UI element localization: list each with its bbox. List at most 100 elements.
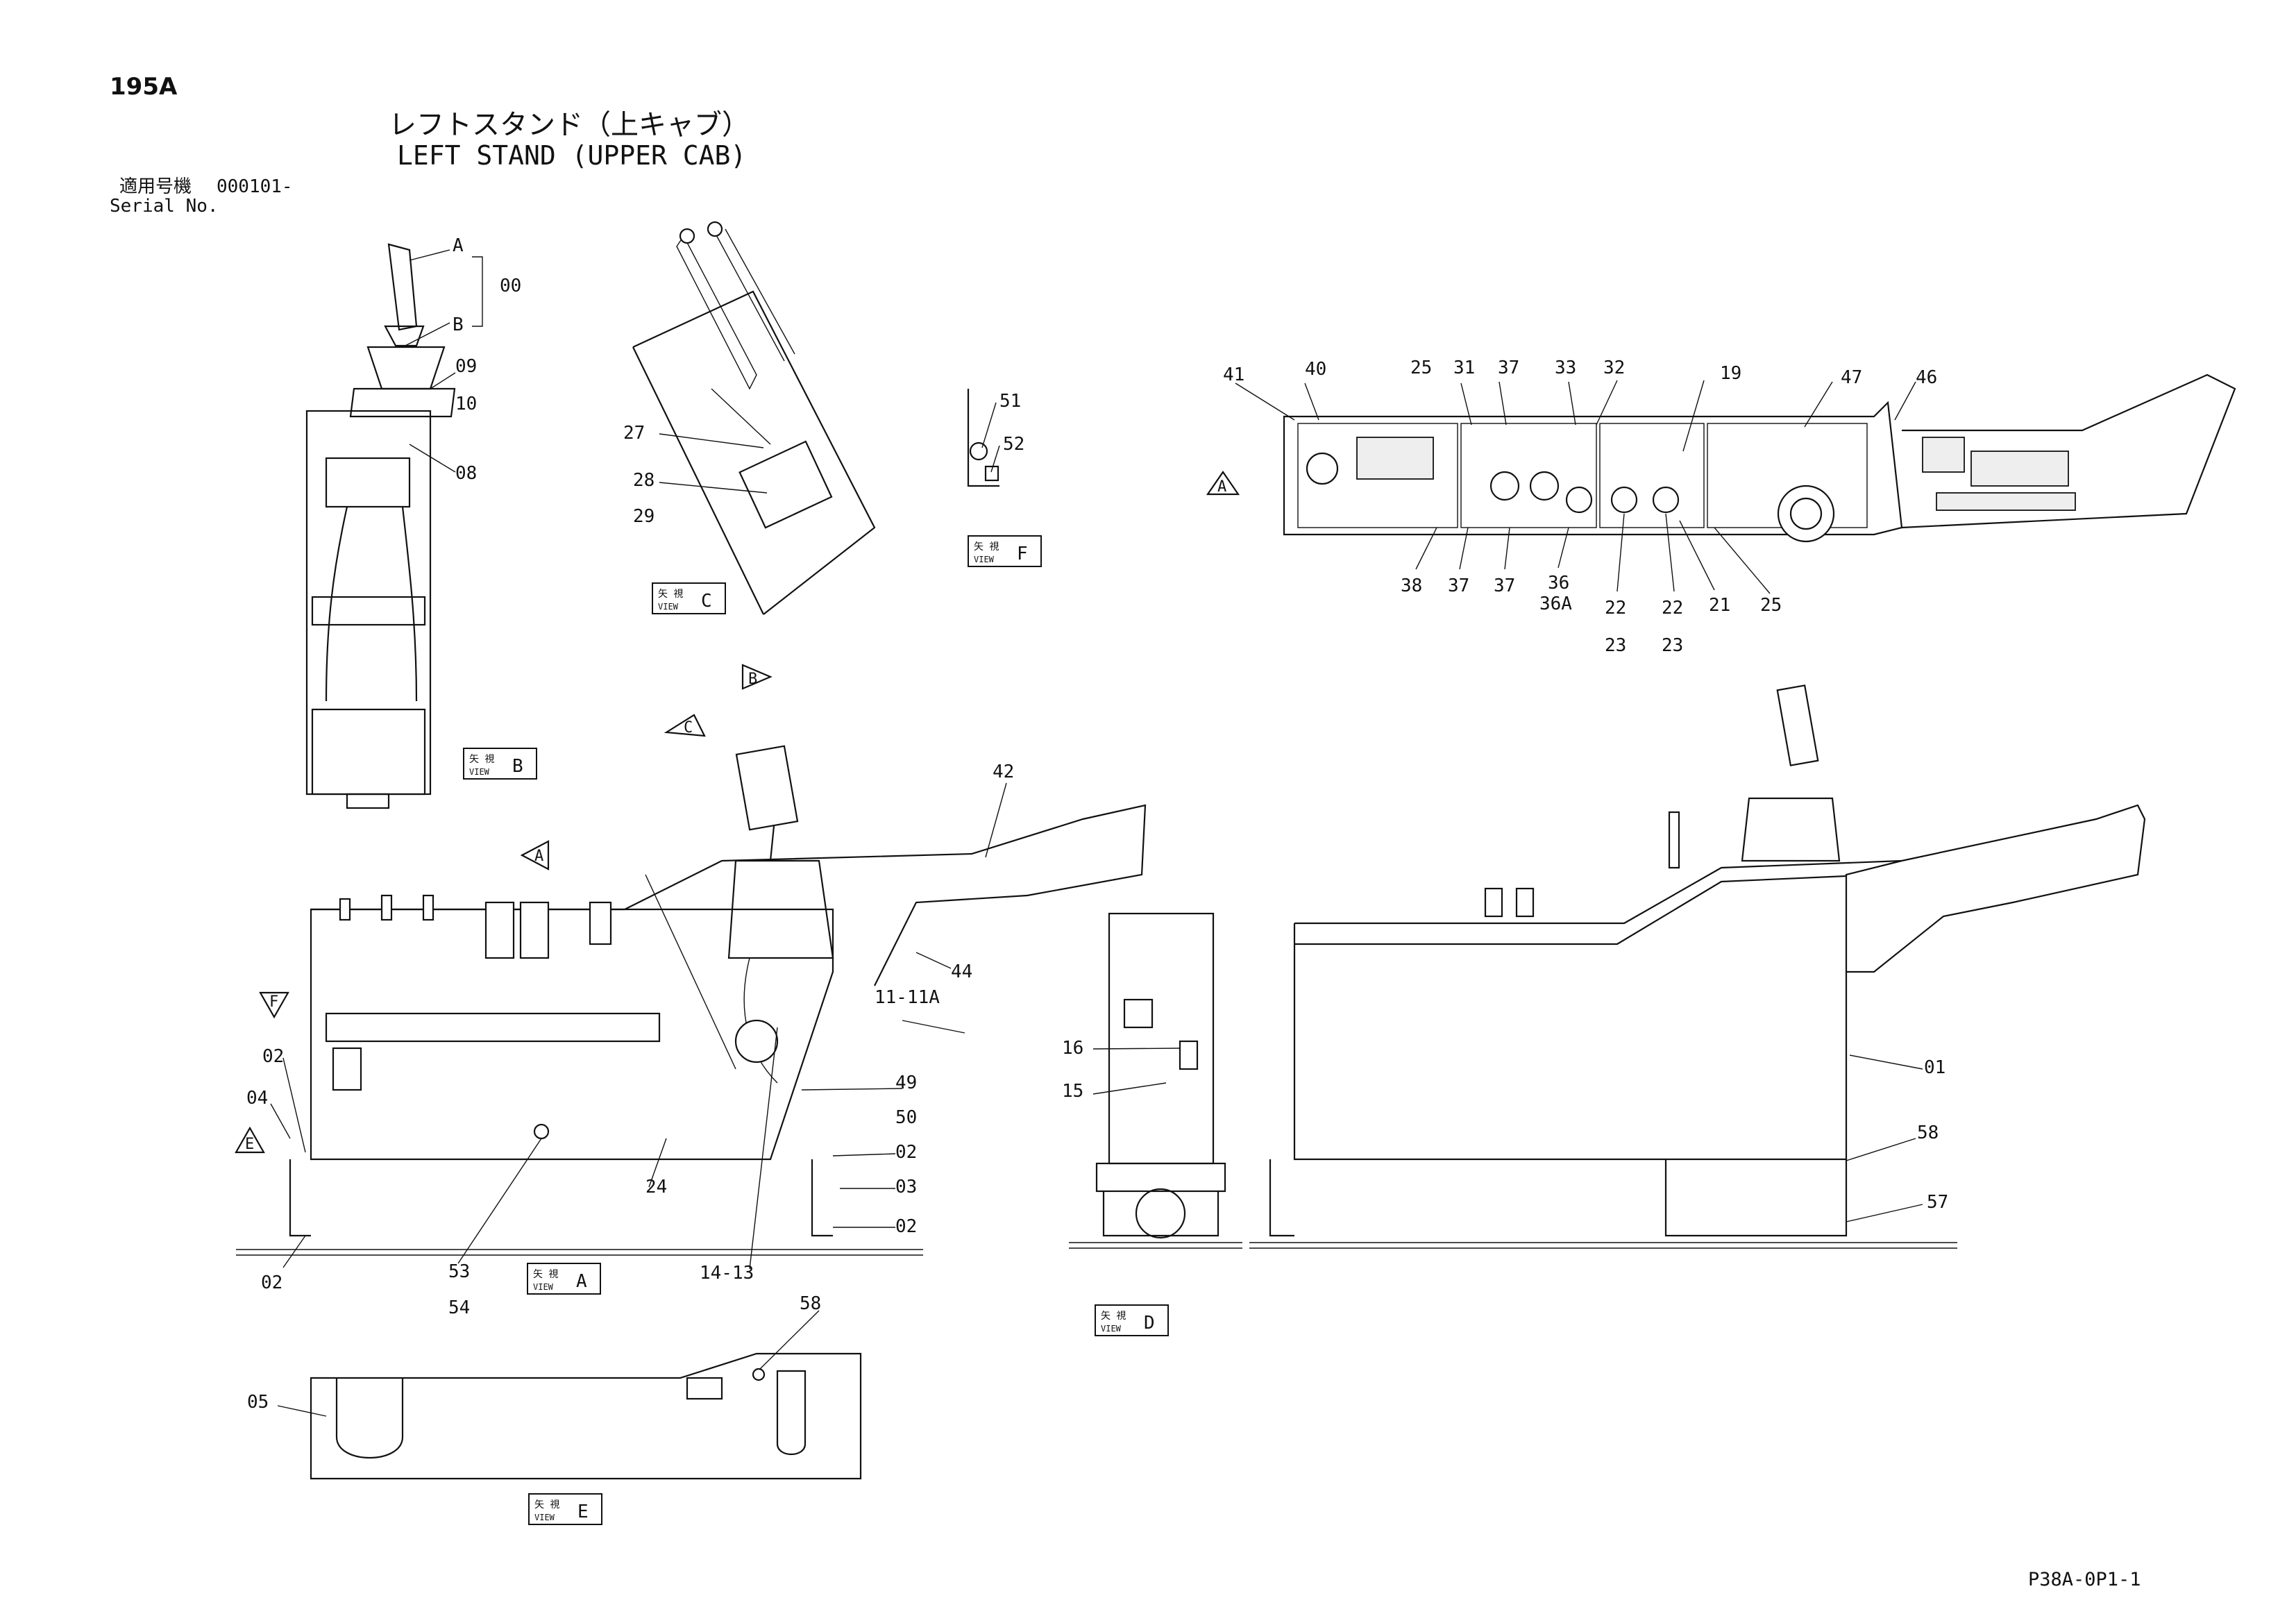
callout-09: 09 <box>455 356 477 377</box>
callouts-view-a: 42 44 11-11A 49 50 02 03 02 02 04 02 24 … <box>246 762 1014 1318</box>
callout-15: 15 <box>1062 1081 1083 1102</box>
callout-50: 50 <box>895 1107 917 1128</box>
svg-text:矢 視: 矢 視 <box>1101 1311 1126 1322</box>
svg-text:B: B <box>748 671 757 688</box>
view-d-drawing <box>1069 912 1242 1249</box>
callout-47: 47 <box>1841 367 1862 388</box>
callout-49: 49 <box>895 1073 917 1093</box>
view-box-e: 矢 視 VIEW E <box>528 1493 602 1525</box>
arrow-b-marker: B <box>741 664 773 690</box>
control-panel-top-view <box>1283 373 2236 543</box>
svg-text:A: A <box>576 1271 587 1292</box>
svg-text:VIEW: VIEW <box>974 555 995 564</box>
callout-14-13: 14-13 <box>700 1263 754 1284</box>
callout-38: 38 <box>1401 575 1422 596</box>
callout-25: 25 <box>1410 358 1432 378</box>
footer-drawing-code: P38A-0P1-1 <box>2028 1569 2141 1590</box>
callout-58b: 58 <box>800 1293 821 1314</box>
callout-44: 44 <box>951 961 972 982</box>
callout-31: 31 <box>1453 358 1475 378</box>
arrow-left-marker: A <box>520 840 550 871</box>
callouts-view-b: A 00 B 09 10 08 <box>453 235 521 484</box>
callouts-view-e: 05 58 <box>247 1293 821 1413</box>
svg-text:VIEW: VIEW <box>469 767 490 777</box>
svg-text:D: D <box>1144 1313 1155 1334</box>
callout-25b: 25 <box>1760 595 1782 616</box>
callout-22a: 22 <box>1605 598 1626 619</box>
page-code: 195A <box>110 73 178 101</box>
leader-lines <box>270 249 1923 1417</box>
callout-42: 42 <box>993 762 1014 782</box>
callout-37: 37 <box>1498 358 1519 378</box>
svg-text:VIEW: VIEW <box>534 1513 555 1522</box>
callout-a: A <box>453 235 464 256</box>
callouts-view-f: 51 52 <box>999 391 1024 455</box>
arrow-e-marker: E <box>235 1126 265 1154</box>
callout-23a: 23 <box>1605 635 1626 656</box>
view-f-drawing <box>967 389 999 487</box>
view-box-f: 矢 視 VIEW F <box>968 535 1042 567</box>
callout-29: 29 <box>633 506 655 527</box>
callout-46: 46 <box>1916 367 1937 388</box>
svg-text:C: C <box>684 719 693 737</box>
callout-11-11a: 11-11A <box>875 987 940 1008</box>
serial-label-japanese: 適用号機 <box>119 176 192 197</box>
svg-text:E: E <box>245 1136 254 1153</box>
title-english: LEFT STAND (UPPER CAB) <box>397 140 747 171</box>
callout-04: 04 <box>246 1088 268 1109</box>
side-elevation-drawing <box>1249 684 2146 1249</box>
view-box-d: 矢 視 VIEW D <box>1095 1304 1169 1336</box>
callouts-panel-top: 41 40 25 31 37 33 32 19 47 46 <box>1223 358 1937 388</box>
svg-text:A: A <box>534 848 543 865</box>
callout-16: 16 <box>1062 1038 1083 1059</box>
callout-02a: 02 <box>895 1142 917 1163</box>
svg-text:F: F <box>1017 544 1028 564</box>
callout-01: 01 <box>1924 1057 1945 1078</box>
svg-text:VIEW: VIEW <box>1101 1324 1122 1334</box>
callout-22b: 22 <box>1662 598 1683 619</box>
callout-58: 58 <box>1917 1122 1939 1143</box>
callout-24: 24 <box>645 1177 667 1197</box>
callout-21: 21 <box>1709 595 1730 616</box>
svg-text:矢 視: 矢 視 <box>533 1269 558 1280</box>
svg-text:F: F <box>269 993 278 1011</box>
svg-text:B: B <box>512 756 523 777</box>
callout-02d: 02 <box>261 1272 282 1293</box>
callout-57: 57 <box>1927 1192 1948 1213</box>
view-a-drawing <box>236 745 1147 1256</box>
callouts-view-c: 27 28 29 <box>623 423 655 527</box>
callout-08: 08 <box>455 463 477 484</box>
svg-text:C: C <box>701 591 712 612</box>
callout-23b: 23 <box>1662 635 1683 656</box>
callout-53: 53 <box>448 1261 470 1282</box>
view-box-b: 矢 視 VIEW B <box>463 748 537 780</box>
svg-text:VIEW: VIEW <box>533 1282 554 1292</box>
callout-05: 05 <box>247 1392 269 1413</box>
callout-51: 51 <box>999 391 1021 412</box>
callout-00: 00 <box>500 276 521 296</box>
callout-36a: 36A <box>1539 594 1572 614</box>
callout-37a: 37 <box>1448 575 1469 596</box>
callout-40: 40 <box>1305 359 1326 380</box>
callout-28: 28 <box>633 470 655 491</box>
callout-41: 41 <box>1223 364 1244 385</box>
svg-text:E: E <box>577 1502 589 1522</box>
serial-label-english: Serial No. <box>110 196 219 217</box>
svg-text:VIEW: VIEW <box>658 602 679 612</box>
view-e-drawing <box>310 1352 862 1480</box>
callouts-view-d: 16 15 <box>1062 1038 1083 1102</box>
callouts-panel-bottom: 38 37 37 36 36A 22 23 22 23 21 25 <box>1401 573 1782 656</box>
callout-19: 19 <box>1720 363 1741 384</box>
svg-text:矢 視: 矢 視 <box>469 754 494 765</box>
arrow-a-marker: A <box>1206 471 1240 496</box>
arrow-f-marker: F <box>259 991 289 1019</box>
svg-text:A: A <box>1217 478 1226 496</box>
title-japanese: レフトスタンド（上キャブ） <box>389 109 750 141</box>
callout-03: 03 <box>895 1177 917 1197</box>
view-b-drawing <box>305 243 456 809</box>
callout-52: 52 <box>1003 434 1024 455</box>
callout-10: 10 <box>455 394 477 414</box>
callouts-side: 01 58 57 <box>1917 1057 1948 1213</box>
svg-text:矢 視: 矢 視 <box>658 589 683 600</box>
